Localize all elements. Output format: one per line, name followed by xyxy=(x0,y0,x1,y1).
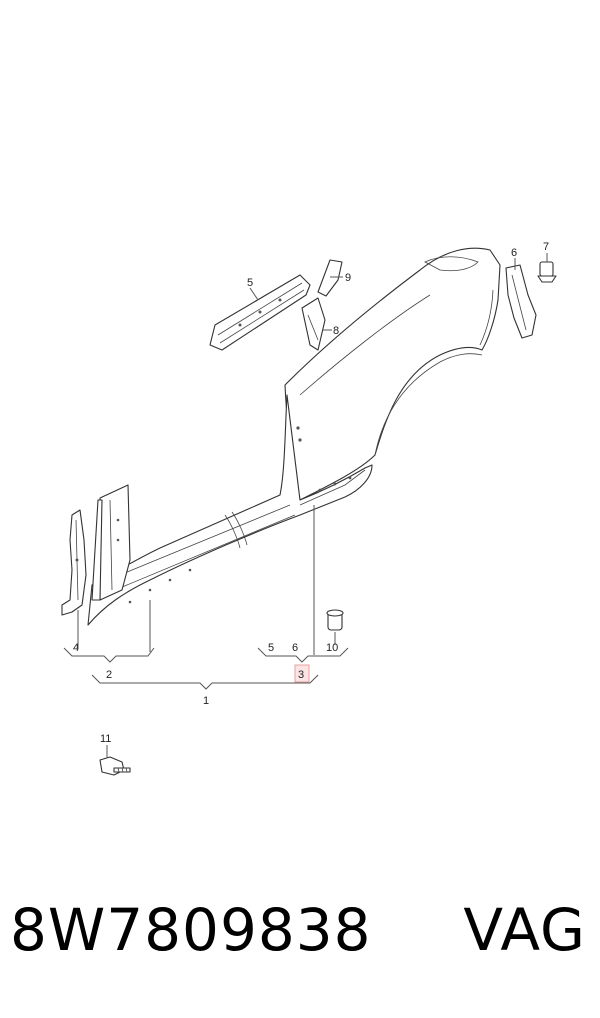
callout-11: 11 xyxy=(100,733,111,745)
part-9-bracket xyxy=(317,259,343,297)
callout-labels: 5 9 8 6 7 4 5 6 10 2 3 1 11 xyxy=(73,241,549,745)
side-panel-assembly xyxy=(87,247,501,626)
part-11-screw xyxy=(99,756,131,776)
part-10-plug xyxy=(326,609,344,631)
callout-1: 1 xyxy=(203,695,209,707)
leader-lines xyxy=(63,253,548,758)
brand-label: VAG xyxy=(463,896,586,964)
part-5-reinforcement xyxy=(209,274,311,351)
highlight-box-3 xyxy=(294,664,310,683)
callout-3: 3 xyxy=(298,669,304,681)
callout-5-top: 5 xyxy=(247,277,253,289)
part-7-clip xyxy=(537,261,557,283)
callout-10: 10 xyxy=(326,642,338,654)
callout-4: 4 xyxy=(73,642,79,654)
part-8-bracket xyxy=(301,297,326,351)
callout-2: 2 xyxy=(106,669,112,681)
callout-9: 9 xyxy=(345,272,351,284)
callout-8: 8 xyxy=(333,325,339,337)
part-4-pillar-bracket xyxy=(61,509,87,616)
callout-7: 7 xyxy=(543,241,549,253)
callout-6-bottom: 6 xyxy=(292,642,298,654)
parts-diagram: 5 9 8 6 7 4 5 6 10 2 3 1 11 xyxy=(61,241,557,776)
callout-6-top: 6 xyxy=(511,247,517,259)
part-6-rear-bracket xyxy=(505,264,537,339)
callout-5-bottom: 5 xyxy=(268,642,274,654)
part-number: 8W7809838 xyxy=(10,896,372,964)
